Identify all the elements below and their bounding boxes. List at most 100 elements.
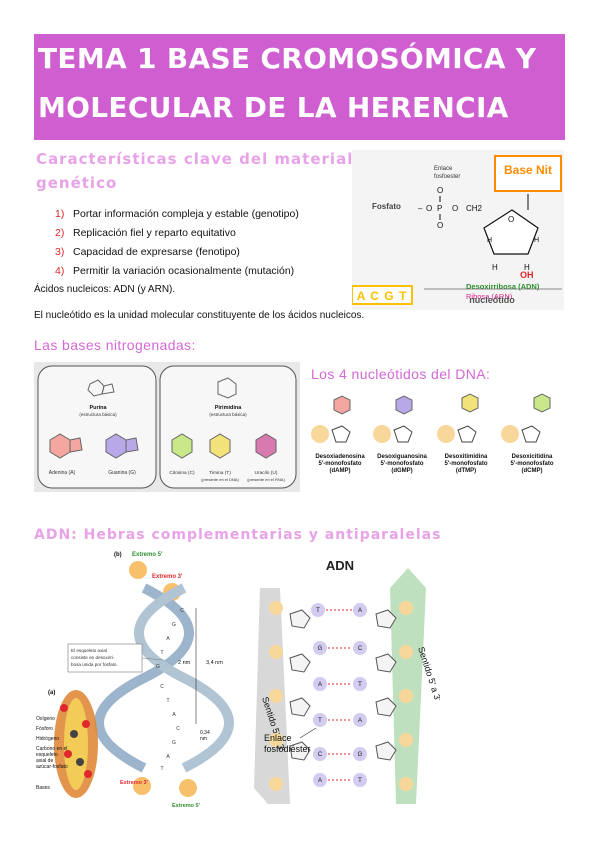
svg-text:5'-monofosfato: 5'-monofosfato: [380, 461, 423, 467]
svg-text:esqueleto: esqueleto: [36, 752, 58, 758]
svg-text:fosfoester: fosfoester: [434, 174, 460, 180]
svg-text:Desoxicitidina: Desoxicitidina: [512, 454, 553, 460]
svg-text:Uracilo (U): Uracilo (U): [255, 470, 278, 476]
svg-text:G: G: [318, 646, 323, 652]
svg-text:5'-monofosfato: 5'-monofosfato: [444, 461, 487, 467]
svg-text:C: C: [358, 646, 363, 652]
svg-text:Enlace: Enlace: [434, 166, 453, 172]
nucleic-acids-text: Ácidos nucleicos: ADN (y ARN).: [34, 284, 176, 295]
svg-text:Enlace: Enlace: [264, 733, 292, 743]
svg-text:Extremo 5': Extremo 5': [132, 552, 163, 558]
nitrogenous-bases-figure: Purina (estructura básica) Adenina (A) G…: [34, 362, 300, 492]
svg-text:nm: nm: [200, 736, 207, 742]
svg-text:bosa unida por fosfato.: bosa unida por fosfato.: [71, 662, 118, 667]
svg-text:(b): (b): [114, 552, 122, 558]
svg-text:O: O: [452, 204, 458, 213]
svg-text:Desoxirribosa (ADN): Desoxirribosa (ADN): [466, 282, 540, 291]
svg-text:O: O: [508, 215, 514, 224]
svg-text:Extremo 5': Extremo 5': [172, 803, 201, 809]
nucleotide-definition-text: El nucleótido es la unidad molecular con…: [34, 310, 365, 321]
section-heading-line2: genético: [36, 174, 118, 192]
svg-text:Adenina (A): Adenina (A): [49, 470, 76, 476]
svg-text:T: T: [160, 766, 163, 772]
svg-text:(estructura básica): (estructura básica): [209, 412, 247, 417]
svg-text:(estructura básica): (estructura básica): [79, 412, 117, 417]
sugar-ring: [483, 209, 539, 255]
svg-text:Timina (T): Timina (T): [209, 470, 231, 476]
svg-text:C: C: [160, 684, 164, 690]
svg-text:Bases: Bases: [36, 785, 50, 791]
svg-text:A: A: [172, 712, 176, 718]
svg-text:(dCMP): (dCMP): [522, 468, 543, 474]
page-title-line2: MOLECULAR DE LA HERENCIA: [38, 91, 509, 124]
svg-text:fosfodiéster: fosfodiéster: [264, 744, 311, 754]
svg-text:El esqueleto axial: El esqueleto axial: [71, 648, 107, 653]
svg-text:nucleótido: nucleótido: [469, 295, 515, 305]
svg-text:Desoxitimidina: Desoxitimidina: [445, 454, 488, 460]
svg-text:CH2: CH2: [466, 204, 483, 213]
svg-text:G: G: [156, 664, 160, 670]
svg-text:T: T: [358, 778, 362, 784]
page-title-line1: TEMA 1 BASE CROMOSÓMICA Y: [38, 42, 537, 75]
nucleotide-structure-figure: Enlace fosfoester Base Nit Fosfato – O P…: [352, 150, 564, 310]
svg-text:C: C: [176, 726, 180, 732]
svg-text:P: P: [437, 204, 442, 213]
svg-text:Guanina (G): Guanina (G): [108, 470, 136, 476]
svg-text:5'-monofosfato: 5'-monofosfato: [318, 461, 361, 467]
list-item: 4)Permitir la variación ocasionalmente (…: [55, 265, 295, 277]
svg-text:Extremo 3': Extremo 3': [152, 574, 183, 580]
svg-text:(presente en el DNA): (presente en el DNA): [201, 477, 239, 482]
svg-text:(presente en el RNA): (presente en el RNA): [247, 477, 285, 482]
svg-text:T: T: [316, 608, 320, 614]
svg-text:Hidrógeno: Hidrógeno: [36, 736, 59, 742]
svg-text:Citosina (C): Citosina (C): [169, 470, 195, 476]
svg-text:OH: OH: [520, 270, 534, 280]
space-filling-model: [54, 690, 98, 798]
svg-text:axial de: axial de: [36, 758, 53, 764]
svg-text:3,4 nm: 3,4 nm: [206, 660, 223, 666]
nucleotide-dcmp: Desoxicitidina 5'-monofosfato (dCMP): [501, 393, 554, 474]
svg-text:T: T: [166, 698, 169, 704]
list-item: 1)Portar información compleja y estable …: [55, 208, 299, 220]
svg-text:G: G: [358, 752, 363, 758]
bases-heading: Las bases nitrogenadas:: [34, 337, 196, 353]
svg-text:Fósforo: Fósforo: [36, 726, 53, 732]
svg-text:A: A: [318, 778, 322, 784]
svg-text:H: H: [534, 237, 539, 244]
svg-text:A: A: [358, 718, 362, 724]
svg-text:H: H: [492, 263, 498, 272]
svg-text:Oxígeno: Oxígeno: [36, 716, 55, 722]
section2-heading: ADN: Hebras complementarias y antiparale…: [34, 527, 442, 543]
svg-text:0,34: 0,34: [200, 730, 210, 736]
svg-text:T: T: [358, 682, 362, 688]
svg-text:(dAMP): (dAMP): [330, 468, 351, 474]
svg-text:O: O: [437, 186, 443, 195]
svg-text:Pirimidina: Pirimidina: [215, 405, 243, 411]
svg-text:Desoxiguanosina: Desoxiguanosina: [377, 454, 427, 460]
svg-text:consiste en desoxirri-: consiste en desoxirri-: [71, 655, 115, 660]
acgt-box: [352, 285, 413, 305]
svg-text:5'-monofosfato: 5'-monofosfato: [510, 461, 553, 467]
svg-text:Ribosa (ARN): Ribosa (ARN): [466, 292, 513, 301]
base-pairs: T G A T C A A C T A G T: [311, 603, 367, 787]
svg-text:Carbono en el: Carbono en el: [36, 746, 67, 752]
svg-text:(dGMP): (dGMP): [391, 468, 412, 474]
svg-text:T: T: [160, 650, 163, 656]
svg-text:C: C: [318, 752, 323, 758]
svg-text:ADN: ADN: [326, 558, 354, 573]
svg-text:O: O: [437, 221, 443, 230]
svg-text:G: G: [172, 740, 176, 746]
list-item: 3)Capacidad de expresarse (fenotipo): [55, 246, 240, 258]
svg-text:G: G: [172, 622, 176, 628]
svg-text:O: O: [426, 204, 432, 213]
dna-nucleotides-figure: Desoxiadenosina 5'-monofosfato (dAMP) De…: [308, 386, 564, 482]
svg-text:A: A: [318, 682, 322, 688]
right-strand: [375, 601, 413, 791]
svg-text:C: C: [180, 608, 184, 614]
svg-text:(a): (a): [48, 690, 55, 696]
characteristics-list: 1)Portar información compleja y estable …: [55, 205, 299, 281]
list-item: 2)Replicación fiel y reparto equitativo: [55, 227, 236, 239]
nucleotide-damp: Desoxiadenosina 5'-monofosfato (dAMP): [311, 395, 365, 474]
base-nit-box: [494, 155, 562, 192]
nucleotide-dtmp: Desoxitimidina 5'-monofosfato (dTMP): [437, 393, 488, 474]
